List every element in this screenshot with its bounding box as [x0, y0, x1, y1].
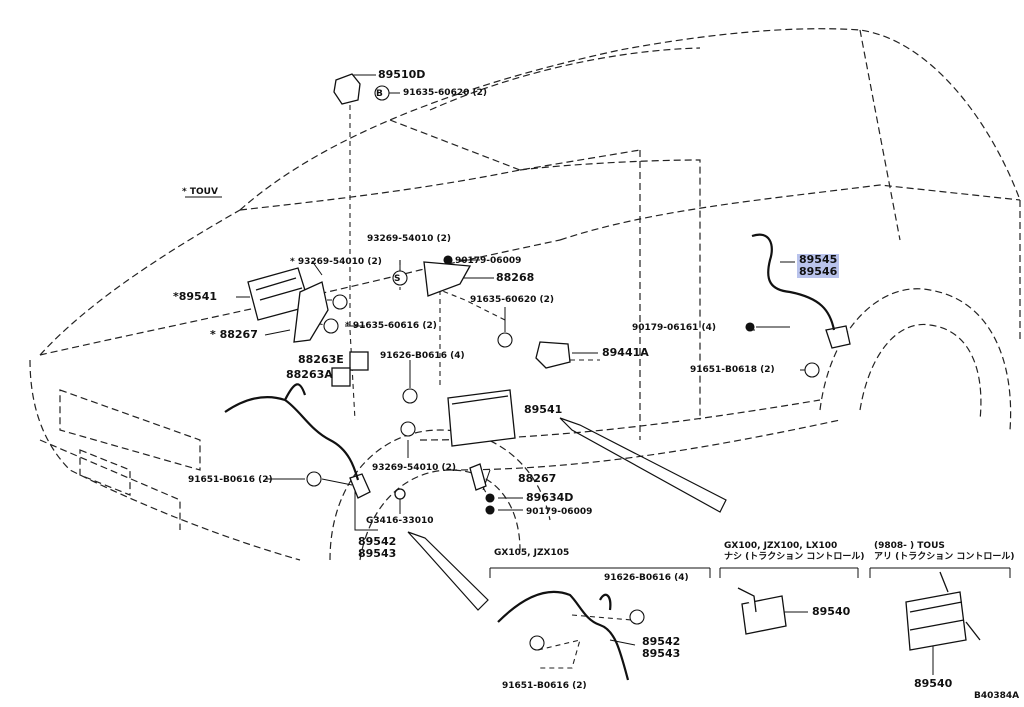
screw-marker: S [394, 274, 401, 284]
callout-89540-a[interactable]: 89540 [812, 605, 851, 618]
callout-89541[interactable]: 89541 [524, 403, 563, 416]
callout-90179-06009-b[interactable]: 90179-06009 [526, 507, 593, 517]
callout-91651-B0618[interactable]: 91651-B0618 (2) [690, 365, 775, 375]
callout-91651-B0616-a[interactable]: 91651-B0616 (2) [188, 475, 273, 485]
fastener-circles [306, 85, 820, 651]
document-id: B40384A [974, 691, 1020, 701]
callout-33416[interactable]: G3416-33010 [366, 516, 434, 526]
note-touv: * TOUV [182, 187, 218, 197]
callout-89543-a[interactable]: 89543 [358, 547, 397, 560]
big-arrows [407, 417, 727, 611]
callout-89441A[interactable]: 89441A [602, 346, 649, 359]
callout-91651-B0616-b[interactable]: 91651-B0616 (2) [502, 681, 587, 691]
section-subtitle-tous: アリ (トラクション コントロール) [874, 552, 1015, 562]
section-frames [185, 196, 1011, 578]
callout-89542-a[interactable]: 89542 [358, 535, 397, 548]
harnesses [224, 233, 836, 681]
callout-89541-star[interactable]: *89541 [173, 290, 218, 303]
callout-89540-b[interactable]: 89540 [914, 677, 953, 690]
callout-88267[interactable]: 88267 [518, 472, 557, 485]
callout-88263E[interactable]: 88263E [298, 353, 344, 366]
callout-91635-60620-a[interactable]: 91635-60620 (2) [403, 88, 487, 98]
callout-89634D[interactable]: 89634D [526, 491, 574, 504]
section-title-gx100: GX100, JZX100, LX100 [724, 541, 838, 551]
callout-90179-06161[interactable]: 90179-06161 (4) [632, 323, 716, 333]
section-title-gx105: GX105, JZX105 [494, 548, 570, 558]
bolt-marker: B [376, 89, 383, 99]
callout-89546-highlighted[interactable]: 89546 [797, 265, 840, 278]
callout-93269-54010-c[interactable]: 93269-54010 (2) [372, 463, 456, 473]
components [247, 73, 981, 651]
callout-93269-54010-a[interactable]: 93269-54010 (2) [367, 234, 451, 244]
callout-91635-60616[interactable]: * 91635-60616 (2) [345, 321, 437, 331]
callout-88268[interactable]: 88268 [496, 271, 535, 284]
label-leaders [236, 74, 934, 675]
callout-89543-b[interactable]: 89543 [642, 647, 681, 660]
callout-93269-54010-b[interactable]: * 93269-54010 (2) [290, 257, 382, 267]
callout-89510D[interactable]: 89510D [378, 68, 426, 81]
callout-89542-b[interactable]: 89542 [642, 635, 681, 648]
callout-89545-highlighted[interactable]: 89545 [797, 253, 840, 266]
callout-88263A[interactable]: 88263A [286, 368, 333, 381]
section-subtitle-gx100: ナシ (トラクション コントロール) [724, 552, 865, 562]
callout-91635-60620-b[interactable]: 91635-60620 (2) [470, 295, 554, 305]
section-title-tous: (9808- ) TOUS [874, 541, 945, 551]
callout-91626-B0616-b[interactable]: 91626-B0616 (4) [604, 573, 689, 583]
callout-88267-star[interactable]: * 88267 [210, 328, 258, 341]
callout-90179-06009-a[interactable]: 90179-06009 [455, 256, 522, 266]
callout-91626-B0616-a[interactable]: 91626-B0616 (4) [380, 351, 465, 361]
